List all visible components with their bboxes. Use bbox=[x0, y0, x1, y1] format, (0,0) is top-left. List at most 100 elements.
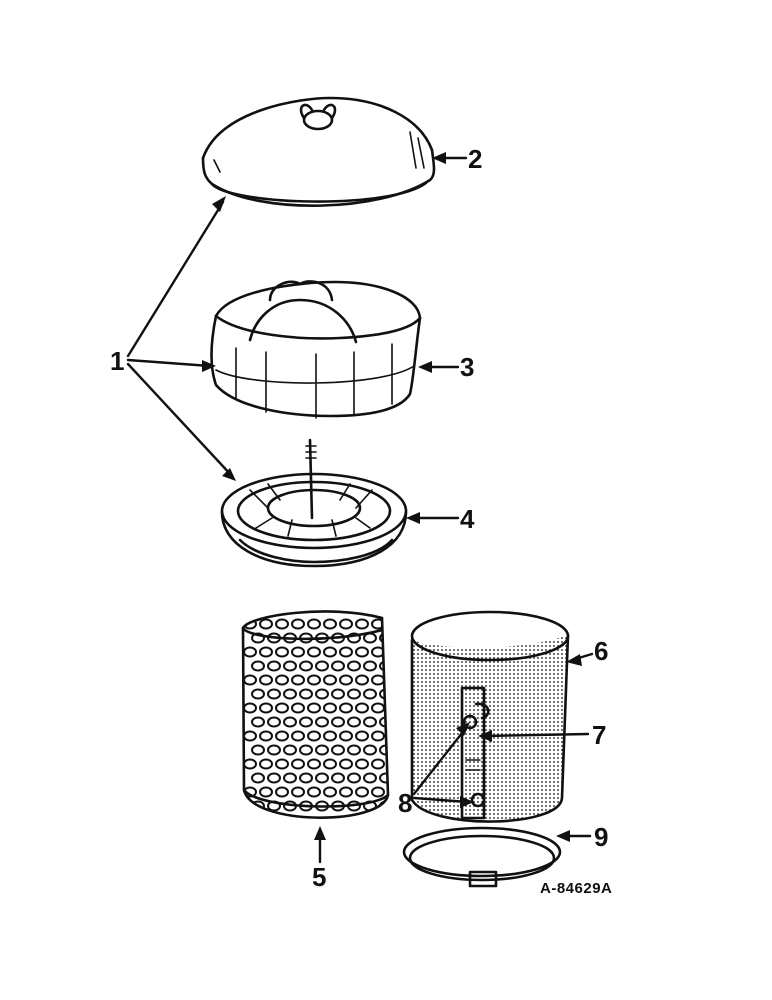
perforation-hole bbox=[307, 702, 321, 714]
perforation-hole bbox=[331, 744, 345, 756]
perforation-hole bbox=[251, 660, 265, 672]
perforation-hole bbox=[355, 674, 369, 686]
perforation-hole bbox=[283, 716, 297, 728]
perforation-hole bbox=[291, 786, 305, 798]
perforation-hole bbox=[251, 744, 265, 756]
perforation-hole bbox=[347, 688, 361, 700]
perforation-hole bbox=[371, 786, 385, 798]
perforation-hole bbox=[331, 688, 345, 700]
perforation-hole bbox=[299, 744, 313, 756]
perforation-hole bbox=[299, 716, 313, 728]
perforation-hole bbox=[275, 786, 289, 798]
callout-1: 1 bbox=[110, 346, 124, 376]
perforation-hole bbox=[267, 744, 281, 756]
perforation-hole bbox=[283, 688, 297, 700]
perforation-hole bbox=[339, 702, 353, 714]
cover-part bbox=[201, 96, 436, 207]
perforation-hole bbox=[267, 772, 281, 784]
perforation-hole bbox=[355, 758, 369, 770]
perforation-hole bbox=[299, 660, 313, 672]
perforation-hole bbox=[307, 786, 321, 798]
perforation-hole bbox=[331, 772, 345, 784]
callout-3: 3 bbox=[460, 352, 474, 382]
perforation-hole bbox=[259, 618, 273, 630]
perforation-hole bbox=[251, 716, 265, 728]
perforation-hole bbox=[363, 660, 377, 672]
perforation-hole bbox=[251, 772, 265, 784]
perforation-hole bbox=[323, 730, 337, 742]
perforation-hole bbox=[283, 660, 297, 672]
baffle-part bbox=[220, 438, 408, 568]
perforation-hole bbox=[267, 716, 281, 728]
perforation-hole bbox=[331, 716, 345, 728]
callout-9: 9 bbox=[594, 822, 608, 852]
leader-lines bbox=[126, 152, 594, 864]
perforation-hole bbox=[275, 618, 289, 630]
perforation-hole bbox=[355, 786, 369, 798]
perforation-hole bbox=[347, 772, 361, 784]
perforation-hole bbox=[339, 646, 353, 658]
perforation-hole bbox=[371, 674, 385, 686]
perforation-hole bbox=[251, 632, 265, 644]
perforation-hole bbox=[243, 674, 257, 686]
perforation-hole bbox=[379, 660, 388, 672]
perforation-hole bbox=[363, 772, 377, 784]
perforation-hole bbox=[371, 758, 385, 770]
perforation-hole bbox=[323, 618, 337, 630]
perforation-hole bbox=[315, 744, 329, 756]
perforation-hole bbox=[347, 744, 361, 756]
callout-5: 5 bbox=[312, 862, 326, 892]
perforation-hole bbox=[307, 674, 321, 686]
perforation-hole bbox=[315, 688, 329, 700]
perforation-hole bbox=[307, 618, 321, 630]
perforation-hole bbox=[267, 660, 281, 672]
perforation-hole bbox=[259, 646, 273, 658]
callout-6: 6 bbox=[594, 636, 608, 666]
perforation-hole bbox=[371, 702, 385, 714]
wing-nut-icon bbox=[299, 103, 337, 131]
perforation-hole bbox=[323, 646, 337, 658]
perforation-hole bbox=[307, 730, 321, 742]
perforation-hole bbox=[291, 730, 305, 742]
perforation-hole bbox=[347, 660, 361, 672]
perforation-hole bbox=[243, 646, 257, 658]
perforation-hole bbox=[339, 758, 353, 770]
perforation-hole bbox=[339, 730, 353, 742]
perforation-hole bbox=[307, 758, 321, 770]
perforation-hole bbox=[259, 786, 273, 798]
perforation-hole bbox=[347, 632, 361, 644]
perforation-hole bbox=[307, 646, 321, 658]
perforation-hole bbox=[363, 688, 377, 700]
perforation-hole bbox=[291, 674, 305, 686]
perforation-hole bbox=[323, 786, 337, 798]
perforation-hole bbox=[291, 618, 305, 630]
perforation-hole bbox=[331, 660, 345, 672]
callout-4: 4 bbox=[460, 504, 475, 534]
perforation-hole bbox=[339, 618, 353, 630]
bowl-part bbox=[210, 280, 422, 419]
perforation-hole bbox=[275, 702, 289, 714]
perforation-hole bbox=[251, 688, 265, 700]
perforation-hole bbox=[355, 618, 369, 630]
perforation-hole bbox=[323, 674, 337, 686]
callout-7: 7 bbox=[592, 720, 606, 750]
perforation-hole bbox=[291, 702, 305, 714]
perforation-hole bbox=[315, 660, 329, 672]
perforation-hole bbox=[315, 716, 329, 728]
drawing-number: A-84629A bbox=[540, 880, 612, 897]
perforation-hole bbox=[267, 688, 281, 700]
perforation-hole bbox=[379, 772, 388, 784]
perforation-hole bbox=[323, 702, 337, 714]
perforation-hole bbox=[259, 674, 273, 686]
perforation-hole bbox=[355, 702, 369, 714]
perforation-hole bbox=[243, 730, 257, 742]
perforation-hole bbox=[291, 646, 305, 658]
perforation-hole bbox=[275, 646, 289, 658]
perforation-hole bbox=[275, 730, 289, 742]
perforated-screen-part bbox=[241, 610, 390, 819]
perforation-hole bbox=[323, 758, 337, 770]
perforation-hole bbox=[243, 758, 257, 770]
callout-8: 8 bbox=[398, 788, 412, 818]
clamp-ring-part bbox=[402, 826, 562, 888]
